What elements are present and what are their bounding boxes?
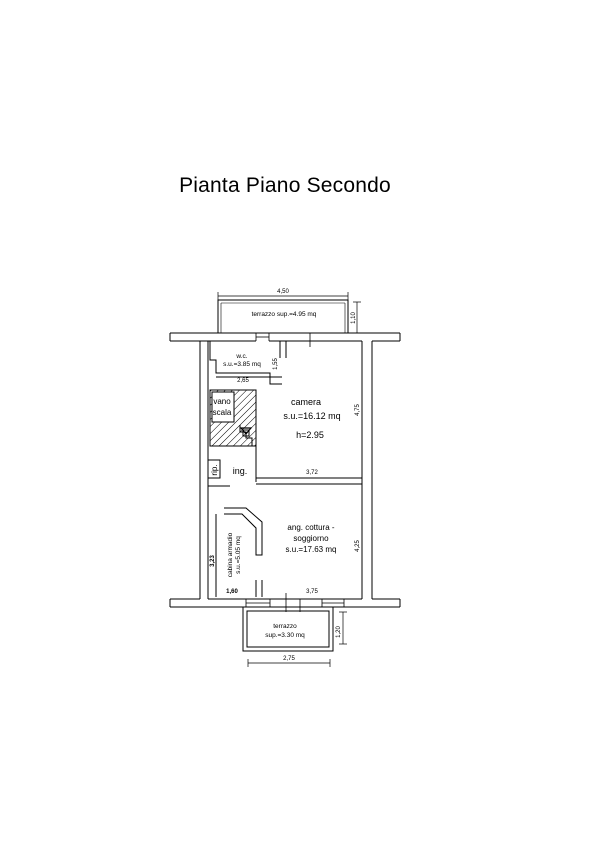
soggiorno-area: s.u.=17.63 mq: [286, 545, 337, 554]
stair-well: [209, 389, 257, 447]
dim-bottom-width-label: 2,75: [283, 656, 295, 662]
wc-area: s.u.=3.85 mq: [223, 361, 261, 368]
soggiorno-label-2: soggiorno: [293, 534, 329, 543]
outer-walls: [169, 332, 401, 608]
dim-wc-height-label: 1,55: [273, 358, 279, 370]
bottom-terrace: [242, 606, 334, 652]
dim-top-width-label: 4,50: [277, 289, 289, 295]
cabina-room: [207, 507, 263, 599]
stair-label-2: scala: [213, 408, 232, 417]
top-terrace-label: terrazzo sup.=4.95 mq: [252, 311, 317, 318]
cabina-label-1: cabina armadio: [227, 532, 234, 577]
dim-cabina-height-label: 3,23: [210, 555, 216, 567]
wc-room: [209, 341, 287, 385]
bottom-terrace-label-1: terrazzo: [273, 623, 297, 630]
bottom-terrace-label-2: sup.=3.30 mq: [265, 632, 305, 639]
top-window: [255, 333, 311, 347]
bottom-openings: [245, 593, 345, 612]
dim-top-width: [217, 292, 349, 300]
dim-top-depth-label: 1,10: [351, 312, 357, 324]
ing-label: ing.: [233, 466, 248, 476]
dim-cabina-width-label: 1,60: [226, 589, 238, 595]
dim-wc-width-label: 2,65: [237, 378, 249, 384]
dim-camera-height-label: 4,75: [355, 404, 361, 416]
wc-name: w.c.: [235, 353, 247, 360]
dim-bottom-depth-label: 1,20: [336, 626, 342, 638]
ripostiglio: [207, 459, 221, 479]
dim-bottom-width: [247, 659, 331, 667]
dim-soggiorno-width-label: 3,75: [306, 589, 318, 595]
soggiorno-label-1: ang. cottura -: [287, 523, 334, 532]
dim-camera-width-label: 3,72: [306, 470, 318, 476]
camera-room: [255, 446, 362, 485]
dim-bottom-depth: [339, 611, 347, 645]
stair-label-1: vano: [213, 397, 231, 406]
camera-area: s.u.=16.12 mq: [283, 411, 340, 421]
top-terrace: [217, 299, 349, 334]
camera-height: h=2.95: [296, 430, 324, 440]
cabina-label-2: s.u.=5.05 mq: [235, 536, 242, 574]
rip-label: rip.: [210, 464, 219, 475]
dim-soggiorno-height-label: 4,25: [355, 540, 361, 552]
page-title: Pianta Piano Secondo: [179, 174, 391, 197]
camera-name: camera: [291, 397, 321, 407]
